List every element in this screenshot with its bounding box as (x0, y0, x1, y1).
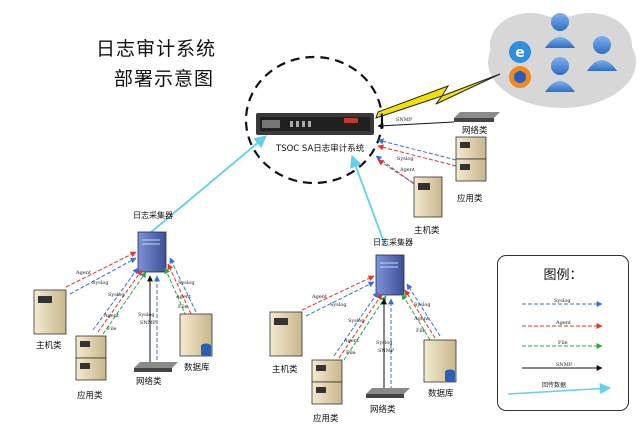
syslog-link-mid-app (333, 291, 379, 357)
left-db-agent-label: Agent (175, 294, 191, 300)
left-db-file-label: File (178, 304, 188, 310)
left-collector-title: 日志采集器 (133, 210, 173, 220)
left-syslog-label: Syslog (92, 280, 109, 286)
mid-net-syslog-label: Syslog (376, 340, 393, 346)
network-label-right: 网络类 (462, 125, 488, 136)
left-log-collector-icon (137, 231, 167, 273)
mid-host-label: 主机类 (272, 364, 298, 375)
app-server-icon (455, 136, 487, 182)
agent-link-left-app (97, 269, 143, 333)
left-syslog2-label: Syslog (108, 292, 125, 298)
left-network-label: 网络类 (136, 376, 162, 387)
firefox-icon (509, 66, 531, 88)
legend-return-label: 回传数据 (542, 381, 566, 389)
legend-file-label: File (558, 340, 568, 346)
syslog-link-mid-db (406, 283, 441, 337)
left-db-server-icon (179, 313, 213, 357)
agent-link-left-host (65, 251, 137, 288)
mid-app-server-icon (311, 359, 343, 405)
agent-link-host (377, 159, 419, 187)
legend-graphics: Syslog Agent File SNMP 回传数据 (507, 298, 612, 395)
app-label-right: 应用类 (457, 193, 483, 204)
mid-db-file-label: File (416, 328, 426, 334)
user-icon (545, 13, 575, 48)
left-host-label: 主机类 (36, 340, 62, 351)
mid-file-label: File (346, 350, 356, 356)
legend-title: 图例： (543, 268, 583, 283)
syslog-link-mid-host (305, 281, 375, 317)
file-link-mid-app (343, 295, 387, 361)
agent-link-app (377, 144, 457, 167)
browser-icon: e (509, 41, 531, 63)
return-link-mid (350, 154, 386, 246)
diagram-title-line1: 日志审计系统 (96, 38, 217, 60)
snmp-link (377, 121, 455, 129)
left-router-icon (134, 362, 178, 372)
mid-network-label: 网络类 (370, 404, 396, 415)
file-link-left-db (164, 267, 187, 317)
host-server-icon (413, 176, 443, 218)
mid-db-label: 数据库 (428, 388, 454, 399)
mid-router-icon (366, 388, 410, 398)
mid-net-snmp-label: SNMP (378, 348, 395, 354)
diagram-title-line2: 部署示意图 (114, 68, 215, 90)
mid-db-agent-label: Agent (413, 316, 429, 322)
mid-syslog-label: Syslog (330, 302, 347, 308)
left-net-snmp-label: SNMP (140, 320, 157, 326)
router-icon (454, 112, 500, 122)
appliance-label: TSOC SA日志审计系统 (275, 143, 365, 154)
mid-db-server-icon (423, 339, 457, 383)
mid-agent-label: Agent (311, 294, 327, 300)
agent-link-mid-db (404, 289, 436, 339)
mid-syslog2-label: Syslog (348, 318, 365, 324)
user-icon (587, 36, 617, 71)
user-icon (545, 57, 575, 92)
left-db-label: 数据库 (184, 362, 210, 373)
core-system-boundary (244, 55, 384, 185)
left-net-syslog-label: Syslog (138, 312, 155, 318)
brand-badge (344, 118, 358, 123)
left-app-server-icon (75, 335, 107, 381)
log-audit-appliance (256, 113, 374, 135)
mid-log-collector-icon (375, 254, 405, 296)
host-label-right: 主机类 (414, 225, 440, 236)
legend-agent-label: Agent (555, 320, 571, 326)
agent-link-mid-host (301, 275, 375, 311)
svg-text:e: e (515, 45, 525, 61)
left-db-syslog-label: Syslog (178, 280, 195, 286)
mid-db-syslog-label: Syslog (414, 302, 431, 308)
legend-return-line (507, 383, 612, 395)
legend: 图例： Syslog Agent File SNMP 回传数据 (497, 255, 629, 411)
legend-snmp-label: SNMP (556, 362, 573, 368)
agent-label-right: Agent (399, 167, 415, 173)
syslog-link-left-db (169, 257, 197, 313)
mid-collector-title: 日志采集器 (373, 237, 413, 247)
return-link-left (149, 135, 267, 234)
syslog-link-left-app (92, 267, 139, 331)
agent-link-mid-app (338, 293, 383, 359)
syslog-label-right: Syslog (397, 156, 414, 162)
syslog-link-app (377, 138, 457, 161)
agent-link-left-db (167, 263, 192, 315)
left-app-label: 应用类 (77, 390, 103, 401)
legend-syslog-label: Syslog (554, 298, 571, 304)
snmp-link-label: SNMP (396, 117, 413, 123)
left-file-label: File (107, 326, 117, 332)
left-host-server-icon (33, 289, 67, 335)
mid-app-label: 应用类 (313, 413, 339, 424)
syslog-link-left-host (69, 257, 137, 295)
file-link-left-app (102, 271, 147, 335)
file-link-mid-db (401, 293, 431, 341)
mid-agent2-label: Agent (343, 338, 359, 344)
left-agent-label: Agent (75, 270, 91, 276)
left-agent2-label: Agent (103, 313, 119, 319)
lightning-bolt-icon (375, 73, 501, 119)
mid-host-server-icon (269, 311, 303, 357)
